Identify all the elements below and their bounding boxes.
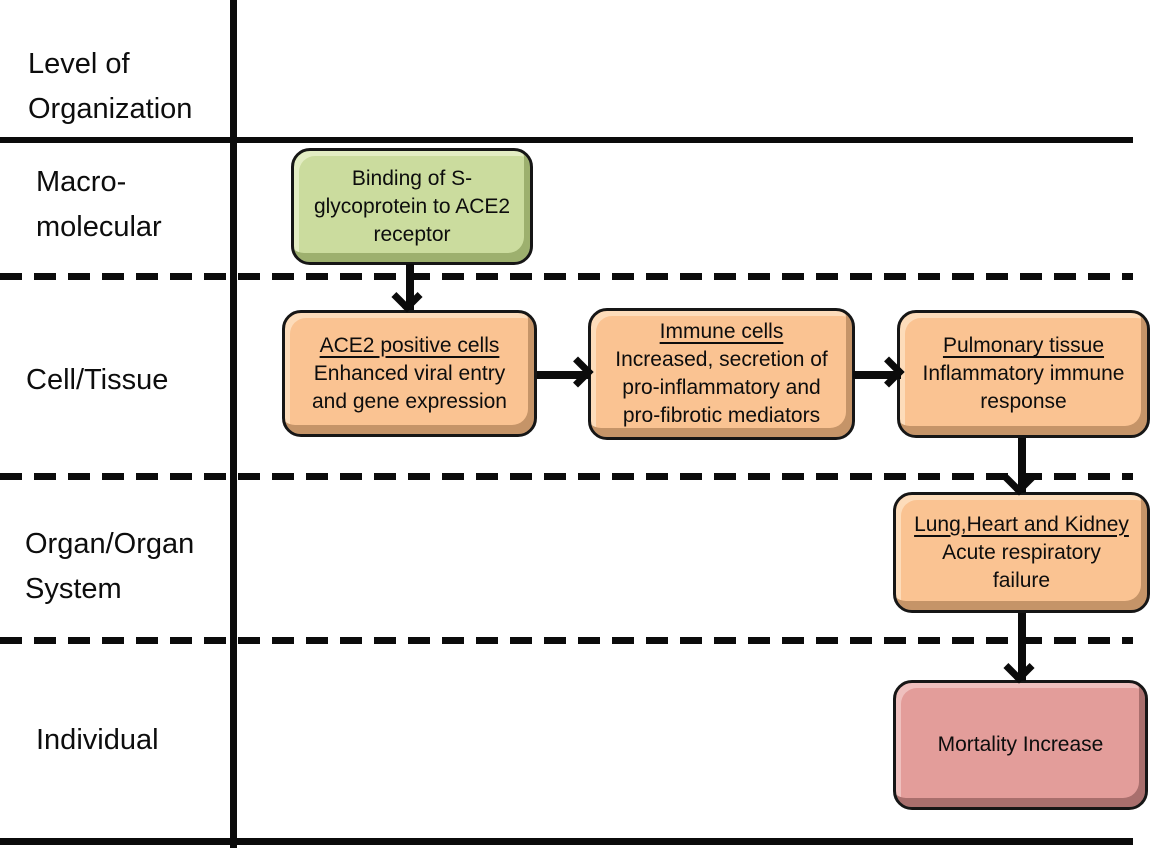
node-mortality-text: Mortality Increase: [937, 733, 1104, 756]
node-pulmonary-title: Pulmonary tissue: [942, 334, 1105, 357]
node-pulmonary-text: Inflammatory immune response: [922, 362, 1125, 413]
arrow-head-icon: [1003, 652, 1035, 684]
axis-header-label: Level of Organization: [28, 48, 193, 125]
node-immune-title: Immune cells: [659, 320, 784, 343]
node-mortality-increase: Mortality Increase: [893, 680, 1148, 810]
node-lhk-title: Lung,Heart and Kidney: [914, 512, 1129, 536]
arrow-head-icon: [873, 356, 905, 388]
bottom-border-line: [0, 838, 1133, 845]
header-divider-line: [0, 137, 1133, 143]
node-immune-text: Increased, secretion of pro-inflammatory…: [615, 348, 828, 427]
row-label-cell-tissue: Cell/Tissue: [26, 364, 169, 396]
arrow-head-icon: [1003, 464, 1035, 496]
arrow-ace2-to-immune: [537, 356, 594, 392]
vertical-axis-line: [230, 0, 237, 848]
node-pulmonary-tissue: Pulmonary tissue Inflammatory immune res…: [897, 310, 1150, 438]
row-label-organ-system: Organ/Organ System: [25, 528, 195, 605]
node-immune-cells: Immune cells Increased, secretion of pro…: [588, 308, 855, 440]
node-binding-s-glycoprotein: Binding of S- glycoprotein to ACE2 recep…: [291, 148, 533, 265]
node-binding-text: Binding of S- glycoprotein to ACE2 recep…: [313, 166, 511, 246]
row-label-individual: Individual: [36, 724, 159, 756]
row-divider-cell-organ: [0, 473, 1133, 480]
node-lhk-text: Acute respiratory failure: [942, 540, 1101, 592]
node-ace2-text: Enhanced viral entry and gene expression: [312, 361, 507, 413]
row-divider-organ-individual: [0, 637, 1133, 644]
arrow-head-icon: [562, 356, 594, 388]
arrow-lhk-to-mortality: [1003, 613, 1039, 684]
arrow-immune-to-pulmonary: [853, 356, 905, 392]
arrow-pulmonary-to-lhk: [1003, 438, 1039, 496]
row-label-macromolecular: Macro- molecular: [36, 166, 162, 243]
node-lung-heart-kidney: Lung,Heart and Kidney Acute respiratory …: [893, 492, 1150, 613]
row-divider-macromolecular-cell: [0, 273, 1133, 280]
arrow-binding-to-ace2: [391, 264, 427, 313]
node-ace2-positive-cells: ACE2 positive cells Enhanced viral entry…: [282, 310, 537, 437]
node-ace2-title: ACE2 positive cells: [319, 333, 500, 357]
arrow-head-icon: [391, 281, 423, 313]
